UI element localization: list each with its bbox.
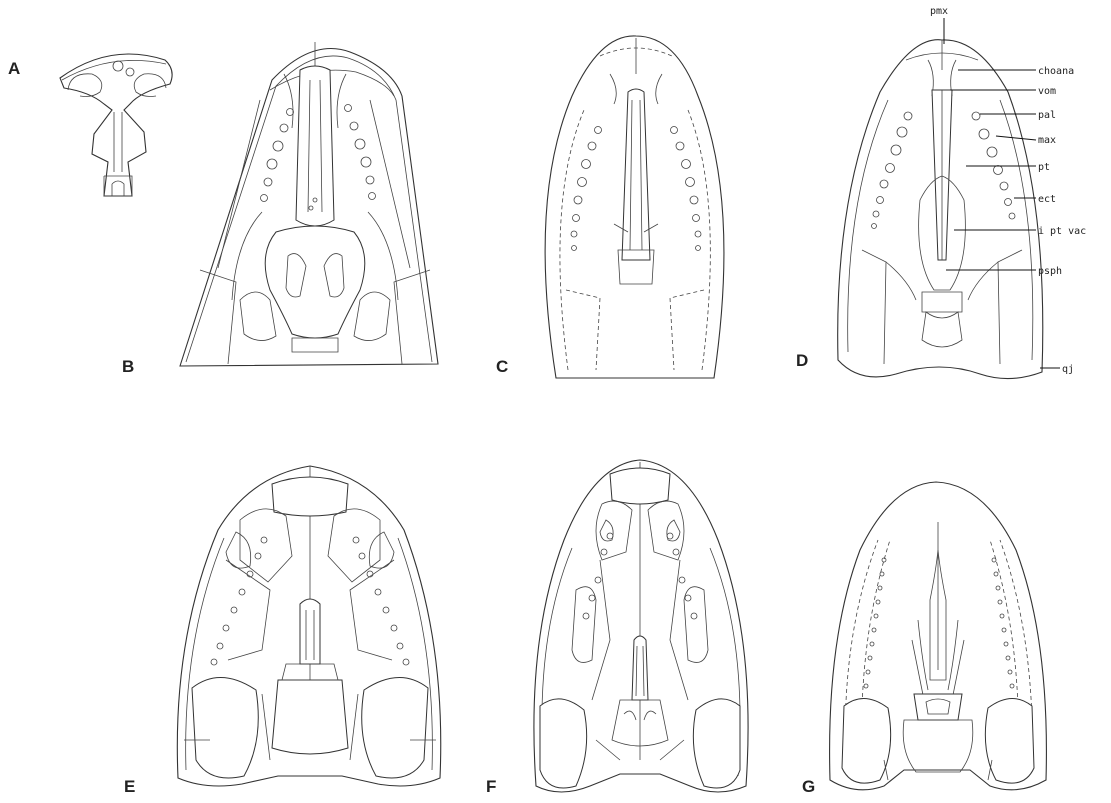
panel-letter-g: G bbox=[802, 777, 815, 796]
label-choana-text: choana bbox=[1038, 66, 1074, 77]
panel-b-skull-drawing bbox=[180, 42, 438, 366]
panel-f-skull-drawing bbox=[534, 460, 748, 792]
panel-letter-f: F bbox=[486, 777, 496, 796]
panel-letter-e: E bbox=[124, 777, 135, 796]
label-i-pt-vac: i pt vac bbox=[954, 226, 1086, 237]
label-max-text: max bbox=[1038, 135, 1056, 146]
label-psph: psph bbox=[946, 266, 1062, 277]
label-pal-text: pal bbox=[1038, 110, 1056, 121]
panel-a-skull-drawing bbox=[60, 54, 172, 196]
label-pal: pal bbox=[980, 110, 1056, 121]
panel-letter-b: B bbox=[122, 357, 134, 376]
panel-e-skull-drawing bbox=[177, 466, 440, 786]
label-i-pt-vac-text: i pt vac bbox=[1038, 226, 1086, 237]
panel-d-skull-drawing bbox=[838, 40, 1043, 379]
label-max-leader bbox=[996, 136, 1036, 140]
label-vom-text: vom bbox=[1038, 86, 1056, 97]
panel-g-skull-drawing bbox=[830, 482, 1047, 790]
panel-c-skull-drawing bbox=[545, 36, 724, 378]
label-psph-text: psph bbox=[1038, 266, 1062, 277]
panel-letter-d: D bbox=[796, 351, 808, 370]
label-choana: choana bbox=[958, 66, 1074, 77]
label-pmx: pmx bbox=[930, 6, 948, 44]
label-qj-text: qj bbox=[1062, 364, 1074, 375]
panel-letter-a: A bbox=[8, 59, 20, 78]
label-pt-text: pt bbox=[1038, 162, 1050, 173]
panel-letter-c: C bbox=[496, 357, 508, 376]
label-max: max bbox=[996, 135, 1056, 146]
label-pmx-text: pmx bbox=[930, 6, 948, 17]
label-vom: vom bbox=[950, 86, 1056, 97]
label-ect-text: ect bbox=[1038, 194, 1056, 205]
label-pt: pt bbox=[966, 162, 1050, 173]
label-qj: qj bbox=[1040, 364, 1074, 375]
